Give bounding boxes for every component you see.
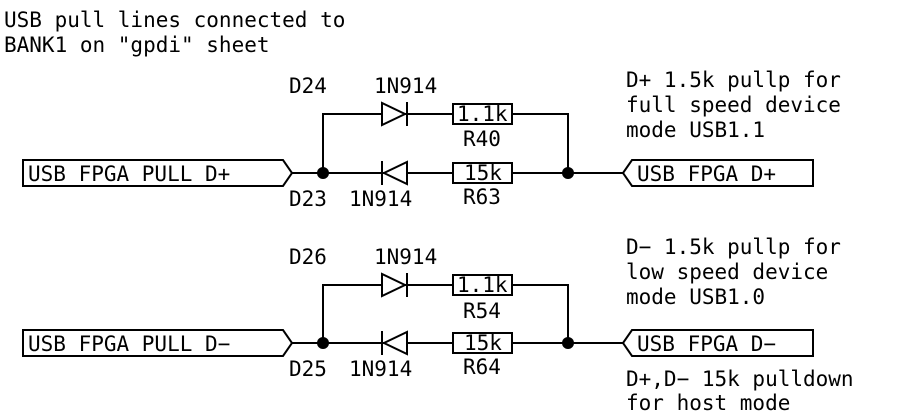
dplus-note: D+ 1.5k pullp for full speed device mode… bbox=[626, 68, 841, 142]
resistor-r64[interactable] bbox=[452, 332, 513, 354]
resistor-r64-value: 15k bbox=[464, 331, 502, 355]
dminus-left-port[interactable] bbox=[22, 329, 294, 357]
dminus-circuit: USB_FPGA_PULL_D− USB_FPGA_D− D26 1N914 1… bbox=[22, 245, 814, 381]
dplus-circuit: USB_FPGA_PULL_D+ USB_FPGA_D+ D24 1N914 1… bbox=[22, 74, 814, 211]
diode-d24[interactable] bbox=[381, 101, 408, 127]
diode-d25[interactable] bbox=[381, 330, 408, 356]
dminus-junction-right bbox=[562, 337, 574, 349]
resistor-r40-value: 1.1k bbox=[457, 102, 508, 126]
dminus-right-port[interactable] bbox=[621, 329, 814, 357]
dplus-right-port-label: USB_FPGA_D+ bbox=[637, 162, 776, 186]
resistor-r64-ref: R64 bbox=[463, 355, 501, 379]
diode-d23-ref: D23 bbox=[289, 187, 327, 211]
diode-d24-value: 1N914 bbox=[374, 74, 437, 98]
dplus-junction-right bbox=[562, 167, 574, 179]
dplus-junction-left bbox=[317, 167, 329, 179]
dminus-note-line-3: mode USB1.0 bbox=[626, 285, 765, 309]
resistor-r54-value: 1.1k bbox=[457, 273, 508, 297]
dminus-note-line-1: D− 1.5k pullp for bbox=[626, 235, 841, 259]
dminus-junction-left bbox=[317, 337, 329, 349]
diode-d25-value: 1N914 bbox=[349, 357, 412, 381]
diode-d26-value: 1N914 bbox=[374, 245, 437, 269]
dminus-left-port-label: USB_FPGA_PULL_D− bbox=[28, 332, 230, 356]
dplus-left-port-label: USB_FPGA_PULL_D+ bbox=[28, 162, 230, 186]
diode-d23[interactable] bbox=[381, 160, 408, 186]
dplus-note-line-1: D+ 1.5k pullp for bbox=[626, 68, 841, 92]
note-line-2: BANK1 on "gpdi" sheet bbox=[4, 33, 270, 57]
diode-d23-value: 1N914 bbox=[349, 187, 412, 211]
resistor-r63-value: 15k bbox=[464, 161, 502, 185]
host-note-line-1: D+,D− 15k pulldown bbox=[626, 367, 854, 391]
dplus-note-line-3: mode USB1.1 bbox=[626, 118, 765, 142]
resistor-r40-ref: R40 bbox=[463, 127, 501, 151]
diode-d26[interactable] bbox=[381, 272, 408, 298]
dplus-right-port[interactable] bbox=[621, 159, 814, 187]
dminus-note: D− 1.5k pullp for low speed device mode … bbox=[626, 235, 841, 309]
host-mode-note: D+,D− 15k pulldown for host mode bbox=[626, 367, 854, 414]
resistor-r54-ref: R54 bbox=[463, 299, 501, 323]
note-line-1: USB pull lines connected to bbox=[4, 8, 345, 32]
dminus-right-port-label: USB_FPGA_D− bbox=[637, 332, 776, 356]
resistor-r54[interactable] bbox=[452, 274, 513, 296]
dplus-note-line-2: full speed device bbox=[626, 93, 841, 117]
resistor-r40[interactable] bbox=[452, 103, 513, 125]
usb-pull-note: USB pull lines connected to BANK1 on "gp… bbox=[4, 8, 345, 57]
dminus-note-line-2: low speed device bbox=[626, 260, 828, 284]
resistor-r63[interactable] bbox=[452, 162, 513, 184]
host-note-line-2: for host mode bbox=[626, 391, 790, 414]
diode-d26-ref: D26 bbox=[289, 245, 327, 269]
dplus-wire-loop bbox=[322, 113, 569, 173]
dplus-left-port[interactable] bbox=[22, 159, 294, 187]
dminus-wire-loop bbox=[322, 284, 569, 343]
diode-d24-ref: D24 bbox=[289, 74, 327, 98]
diode-d25-ref: D25 bbox=[289, 357, 327, 381]
resistor-r63-ref: R63 bbox=[463, 185, 501, 209]
